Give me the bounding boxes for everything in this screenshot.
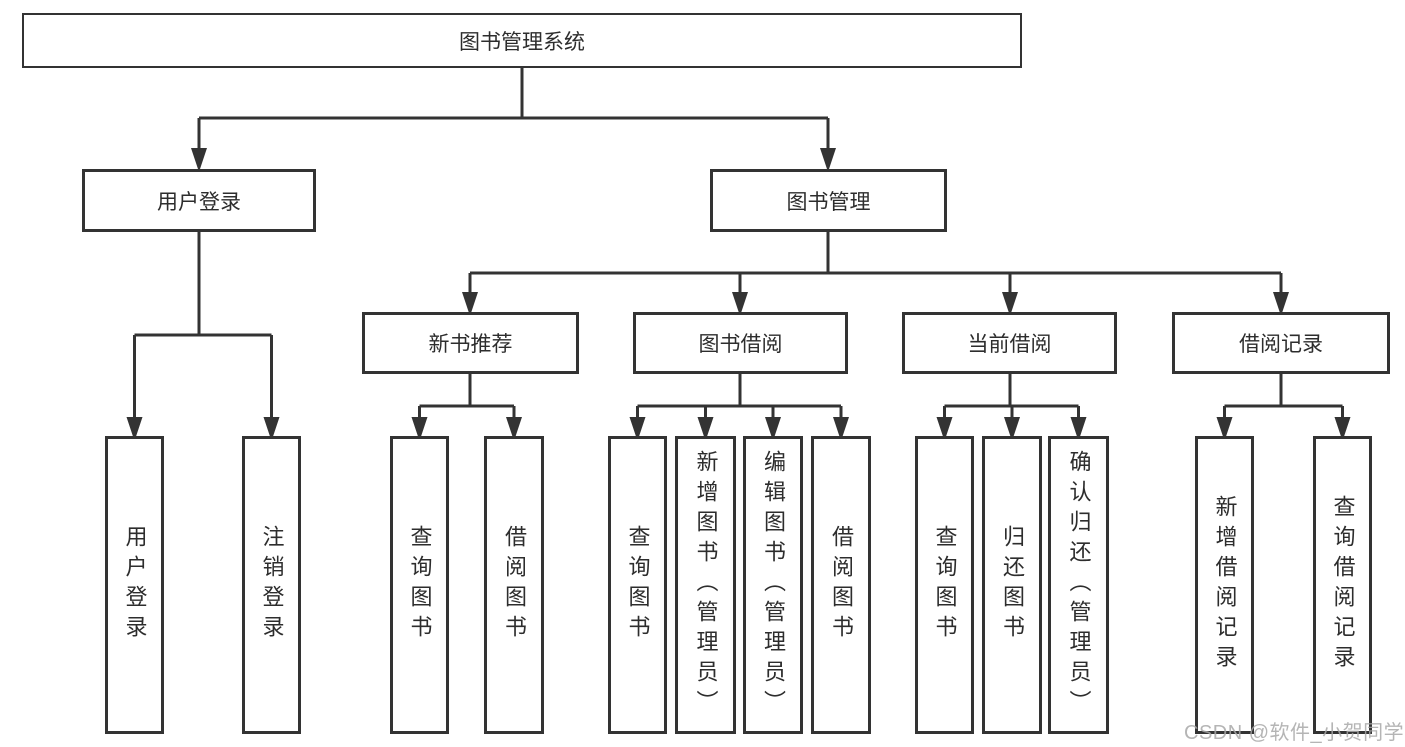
leaf-query-books: 查询图书 (608, 436, 667, 734)
node-label: 确认归还（管理员） (1066, 450, 1092, 720)
node-label: 用户登录 (157, 190, 241, 214)
node-book-borrowing: 图书借阅 (633, 312, 848, 374)
leaf-query-books: 查询图书 (390, 436, 449, 734)
node-label: 图书管理 (786, 190, 871, 214)
leaf-borrow-books: 借阅图书 (811, 436, 871, 734)
leaf-user-login: 用户登录 (105, 436, 164, 734)
node-label: 借阅记录 (1239, 333, 1323, 356)
node-label: 新书推荐 (428, 333, 513, 356)
node-book-management: 图书管理 (710, 169, 947, 232)
node-label: 新增图书（管理员） (693, 450, 719, 720)
node-label: 用户登录 (122, 525, 148, 645)
leaf-confirm-return-admin: 确认归还（管理员） (1048, 436, 1109, 734)
node-current-borrowing: 当前借阅 (902, 312, 1117, 374)
node-label: 注销登录 (259, 525, 285, 645)
leaf-query-books: 查询图书 (915, 436, 974, 734)
leaf-logout: 注销登录 (242, 436, 301, 734)
node-label: 查询借阅记录 (1330, 495, 1356, 675)
leaf-query-borrow-record: 查询借阅记录 (1313, 436, 1372, 734)
node-library-management-system: 图书管理系统 (22, 13, 1022, 68)
node-label: 新增借阅记录 (1212, 495, 1238, 675)
leaf-edit-book-admin: 编辑图书（管理员） (743, 436, 803, 734)
node-label: 借阅图书 (502, 525, 527, 645)
node-user-login: 用户登录 (82, 169, 316, 232)
node-label: 当前借阅 (967, 333, 1052, 356)
node-label: 编辑图书（管理员） (761, 450, 786, 720)
csdn-watermark: CSDN @软件_小贺同学 (1184, 722, 1405, 744)
leaf-return-books: 归还图书 (982, 436, 1042, 734)
node-label: 借阅图书 (829, 525, 854, 645)
node-label: 归还图书 (1000, 525, 1025, 645)
node-label: 查询图书 (932, 525, 958, 645)
leaf-add-book-admin: 新增图书（管理员） (675, 436, 736, 734)
node-new-book-recommendation: 新书推荐 (362, 312, 579, 374)
node-label: 查询图书 (625, 525, 651, 645)
leaf-add-borrow-record: 新增借阅记录 (1195, 436, 1254, 734)
node-label: 图书借阅 (698, 333, 783, 356)
leaf-borrow-books: 借阅图书 (484, 436, 544, 734)
node-borrowing-records: 借阅记录 (1172, 312, 1390, 374)
node-label: 图书管理系统 (459, 30, 585, 54)
node-label: 查询图书 (407, 525, 433, 645)
